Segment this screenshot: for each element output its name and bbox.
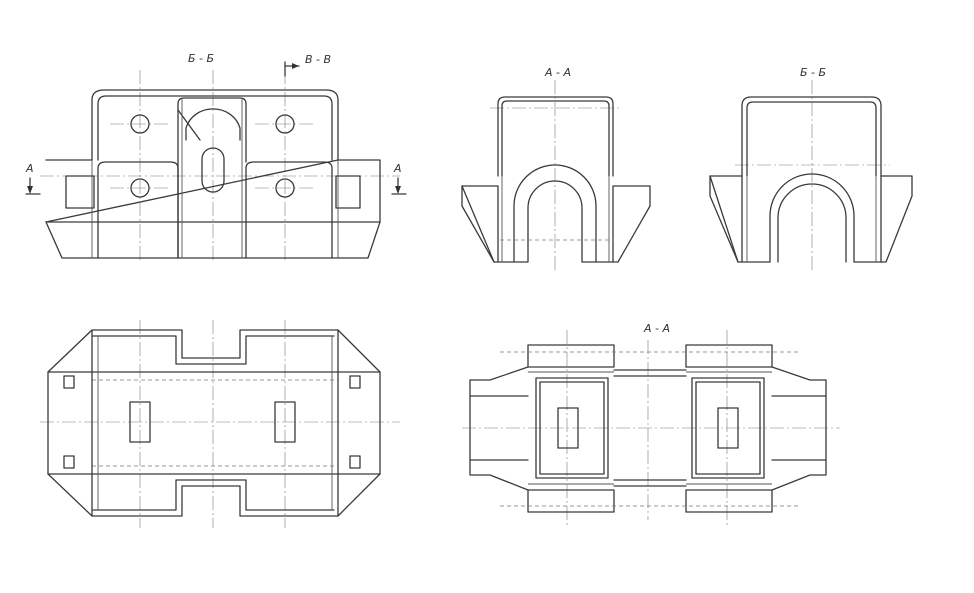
front-view [25,61,407,262]
label-section-aa-plan: А - А [643,322,670,335]
label-section-aa-side: А - А [544,66,571,79]
label-cut-a-right: А [393,162,402,175]
label-section-bb-side: Б - Б [800,66,826,79]
section-bb-side-view [709,80,913,270]
label-section-bb-front: Б - Б [188,52,214,65]
plan-view [40,320,400,528]
label-section-vv: В - В [305,53,331,66]
label-cut-a-left: А [25,162,34,175]
section-aa-side-view [461,80,651,270]
section-aa-plan-view [462,330,840,528]
